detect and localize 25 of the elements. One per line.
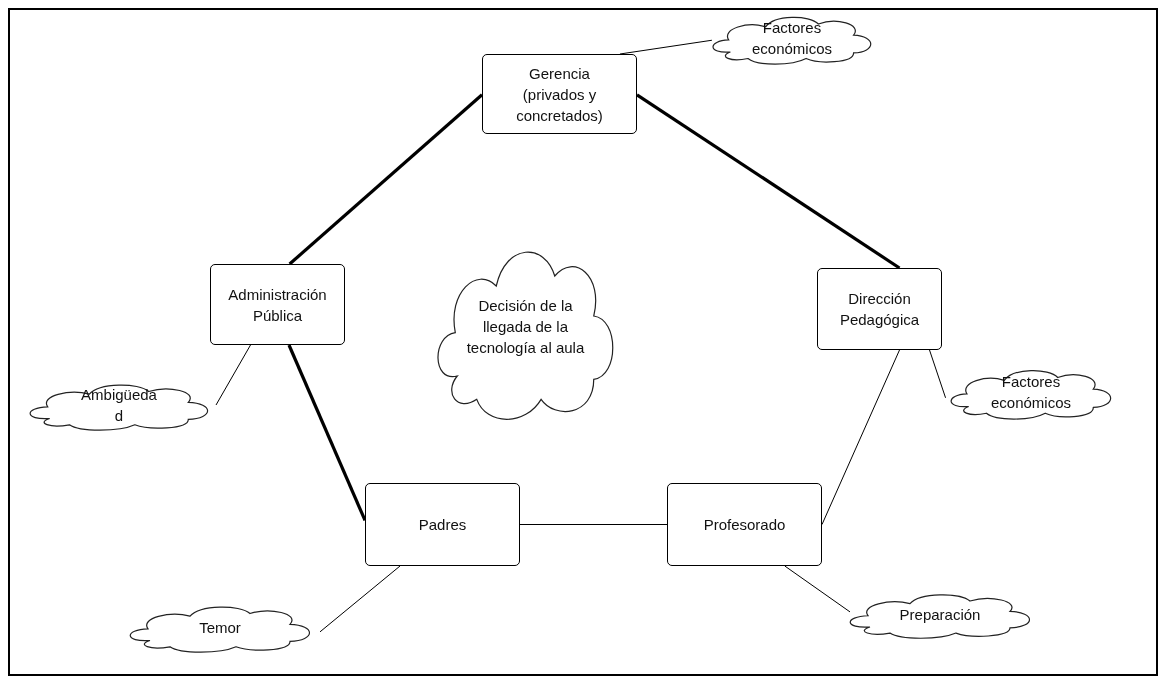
rounded-box <box>667 483 822 566</box>
connector-line <box>929 349 947 399</box>
rounded-box <box>817 268 942 350</box>
rounded-box <box>210 264 345 345</box>
thick-connector-line <box>287 344 367 521</box>
node-label: Factores económicos <box>989 372 1072 413</box>
node-label: Temor <box>198 617 242 638</box>
node-label: Dirección Pedagógica <box>838 289 921 330</box>
connector-line <box>519 524 668 525</box>
node-label: Factores económicos <box>750 18 833 59</box>
connector-line <box>784 565 851 613</box>
node-label: Profesorado <box>702 515 787 535</box>
connector-line <box>821 349 900 525</box>
node-label: Gerencia (privados y concretados) <box>515 63 604 126</box>
connector-line <box>215 344 251 406</box>
thick-connector-line <box>636 93 901 270</box>
node-label: Decisión de la llegada de la tecnología al aula <box>465 295 586 358</box>
thick-connector-line <box>288 93 484 266</box>
node-label: Administración Pública <box>227 284 328 326</box>
connector-line <box>319 565 401 633</box>
node-label: Ambigüedad <box>80 385 158 426</box>
node-label: Padres <box>417 515 468 535</box>
rounded-box <box>365 483 520 566</box>
node-label: Preparación <box>898 604 982 625</box>
rounded-box <box>482 54 637 134</box>
